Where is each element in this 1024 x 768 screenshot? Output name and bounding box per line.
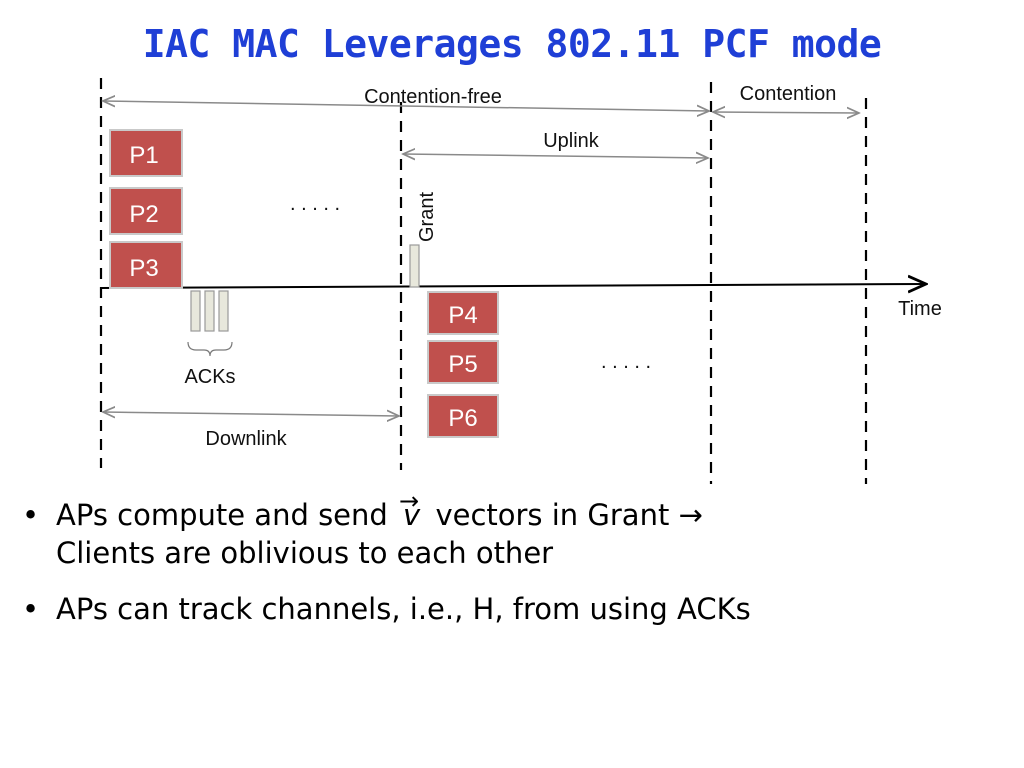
uplink-ellipsis: . . . . . bbox=[601, 351, 651, 373]
acks-label: ACKs bbox=[184, 366, 235, 388]
packet-p1 bbox=[109, 129, 183, 177]
acks-brace bbox=[187, 341, 233, 357]
contention-label: Contention bbox=[740, 83, 837, 105]
bullet-1-line-2: Clients are oblivious to each other bbox=[56, 536, 554, 570]
packet-p6-label: P6 bbox=[448, 405, 477, 432]
downlink-arrow bbox=[103, 412, 399, 416]
grant-label: Grant bbox=[416, 192, 438, 242]
contention-free-label: Contention-free bbox=[364, 86, 502, 108]
uplink-arrow bbox=[403, 154, 708, 158]
packet-p4 bbox=[427, 291, 499, 335]
ack-bar-2 bbox=[204, 290, 215, 332]
bullet-1-text-end: vectors in Grant bbox=[435, 498, 670, 532]
packet-p3 bbox=[109, 241, 183, 289]
ack-bar-1 bbox=[190, 290, 201, 332]
vector-v-letter: v bbox=[403, 498, 421, 532]
grant-bar bbox=[409, 244, 420, 288]
ack-bar-3 bbox=[218, 290, 229, 332]
vector-v-symbol: →v bbox=[397, 487, 426, 534]
bullet-dot: • bbox=[22, 592, 40, 626]
packet-p5 bbox=[427, 340, 499, 384]
pcf-timeline-diagram: Contention-free Contention Uplink Downli… bbox=[99, 78, 942, 484]
time-axis bbox=[100, 284, 926, 288]
slide-title: IAC MAC Leverages 802.11 PCF mode bbox=[142, 22, 882, 66]
packet-p2-label: P2 bbox=[129, 201, 158, 228]
vector-arrow-icon: → bbox=[399, 487, 420, 515]
time-label: Time bbox=[898, 298, 942, 320]
bullet-list: • APs compute and send →v vectors in Gra… bbox=[22, 487, 1012, 646]
contention-arrow bbox=[713, 112, 859, 113]
uplink-label: Uplink bbox=[543, 130, 600, 152]
contention-free-arrow bbox=[103, 101, 709, 111]
downlink-ellipsis: . . . . . bbox=[290, 193, 340, 215]
packet-p2 bbox=[109, 187, 183, 235]
packet-p4-label: P4 bbox=[448, 302, 477, 329]
packet-p1-label: P1 bbox=[129, 142, 158, 169]
packet-p3-label: P3 bbox=[129, 255, 158, 282]
bullet-2-text: APs can track channels, i.e., H, from us… bbox=[56, 592, 751, 626]
bullet-item-acks: • APs can track channels, i.e., H, from … bbox=[22, 590, 1012, 628]
bullet-1-text-start: APs compute and send bbox=[56, 498, 388, 532]
bullet-dot: • bbox=[22, 498, 40, 532]
packet-p6 bbox=[427, 394, 499, 438]
downlink-label: Downlink bbox=[205, 428, 287, 450]
implies-arrow-icon: → bbox=[678, 498, 703, 532]
packet-p5-label: P5 bbox=[448, 351, 477, 378]
bullet-item-grant: • APs compute and send →v vectors in Gra… bbox=[22, 487, 1012, 572]
